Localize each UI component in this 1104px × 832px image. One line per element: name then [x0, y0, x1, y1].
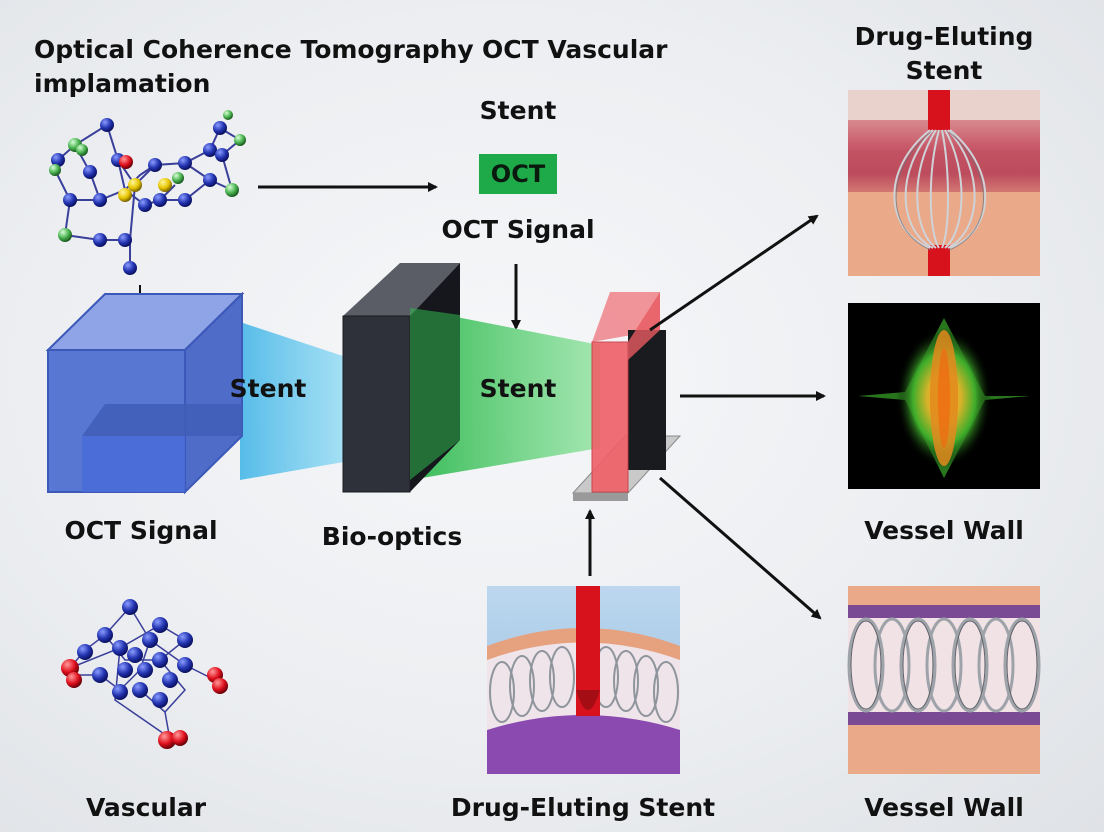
stent-filter — [571, 292, 682, 501]
label-stent-top: Stent — [479, 96, 557, 125]
label-drug-eluting-line1: Drug-Eluting — [854, 22, 1034, 51]
label-oct-signal-top: OCT Signal — [441, 215, 595, 244]
vessel-wall-image — [847, 586, 1041, 774]
label-drug-eluting-line2: Stent — [905, 56, 983, 85]
drug-eluting-stent-bottom-image — [487, 586, 680, 774]
arrow-to-drug-eluting-image — [649, 214, 819, 332]
title-line2: implamation — [34, 69, 211, 98]
label-stent-mid: Stent — [479, 374, 557, 403]
molecule-top-left — [49, 110, 246, 275]
label-oct-signal-bottom: OCT Signal — [64, 516, 218, 545]
oct-signal-image — [848, 303, 1040, 489]
oct-cube — [45, 291, 245, 495]
label-bio-optics: Bio-optics — [321, 522, 463, 551]
beam-blue — [240, 322, 355, 480]
label-vascular: Vascular — [85, 793, 207, 822]
title-line1: Optical Coherence Tomography — [34, 35, 474, 64]
arrow-to-vessel-wall-image — [659, 476, 822, 620]
label-drug-eluting-stent-bottom: Drug-Eluting Stent — [450, 793, 716, 822]
label-oct-vascular: OCT Vascular — [482, 35, 668, 64]
label-vessel-wall-mid: Vessel Wall — [864, 516, 1024, 545]
oct-badge: OCT — [479, 154, 557, 194]
drug-eluting-stent-image — [848, 90, 1040, 276]
label-stent-left: Stent — [229, 374, 307, 403]
label-vessel-wall-bottom: Vessel Wall — [864, 793, 1024, 822]
molecule-bottom-left — [61, 599, 228, 749]
